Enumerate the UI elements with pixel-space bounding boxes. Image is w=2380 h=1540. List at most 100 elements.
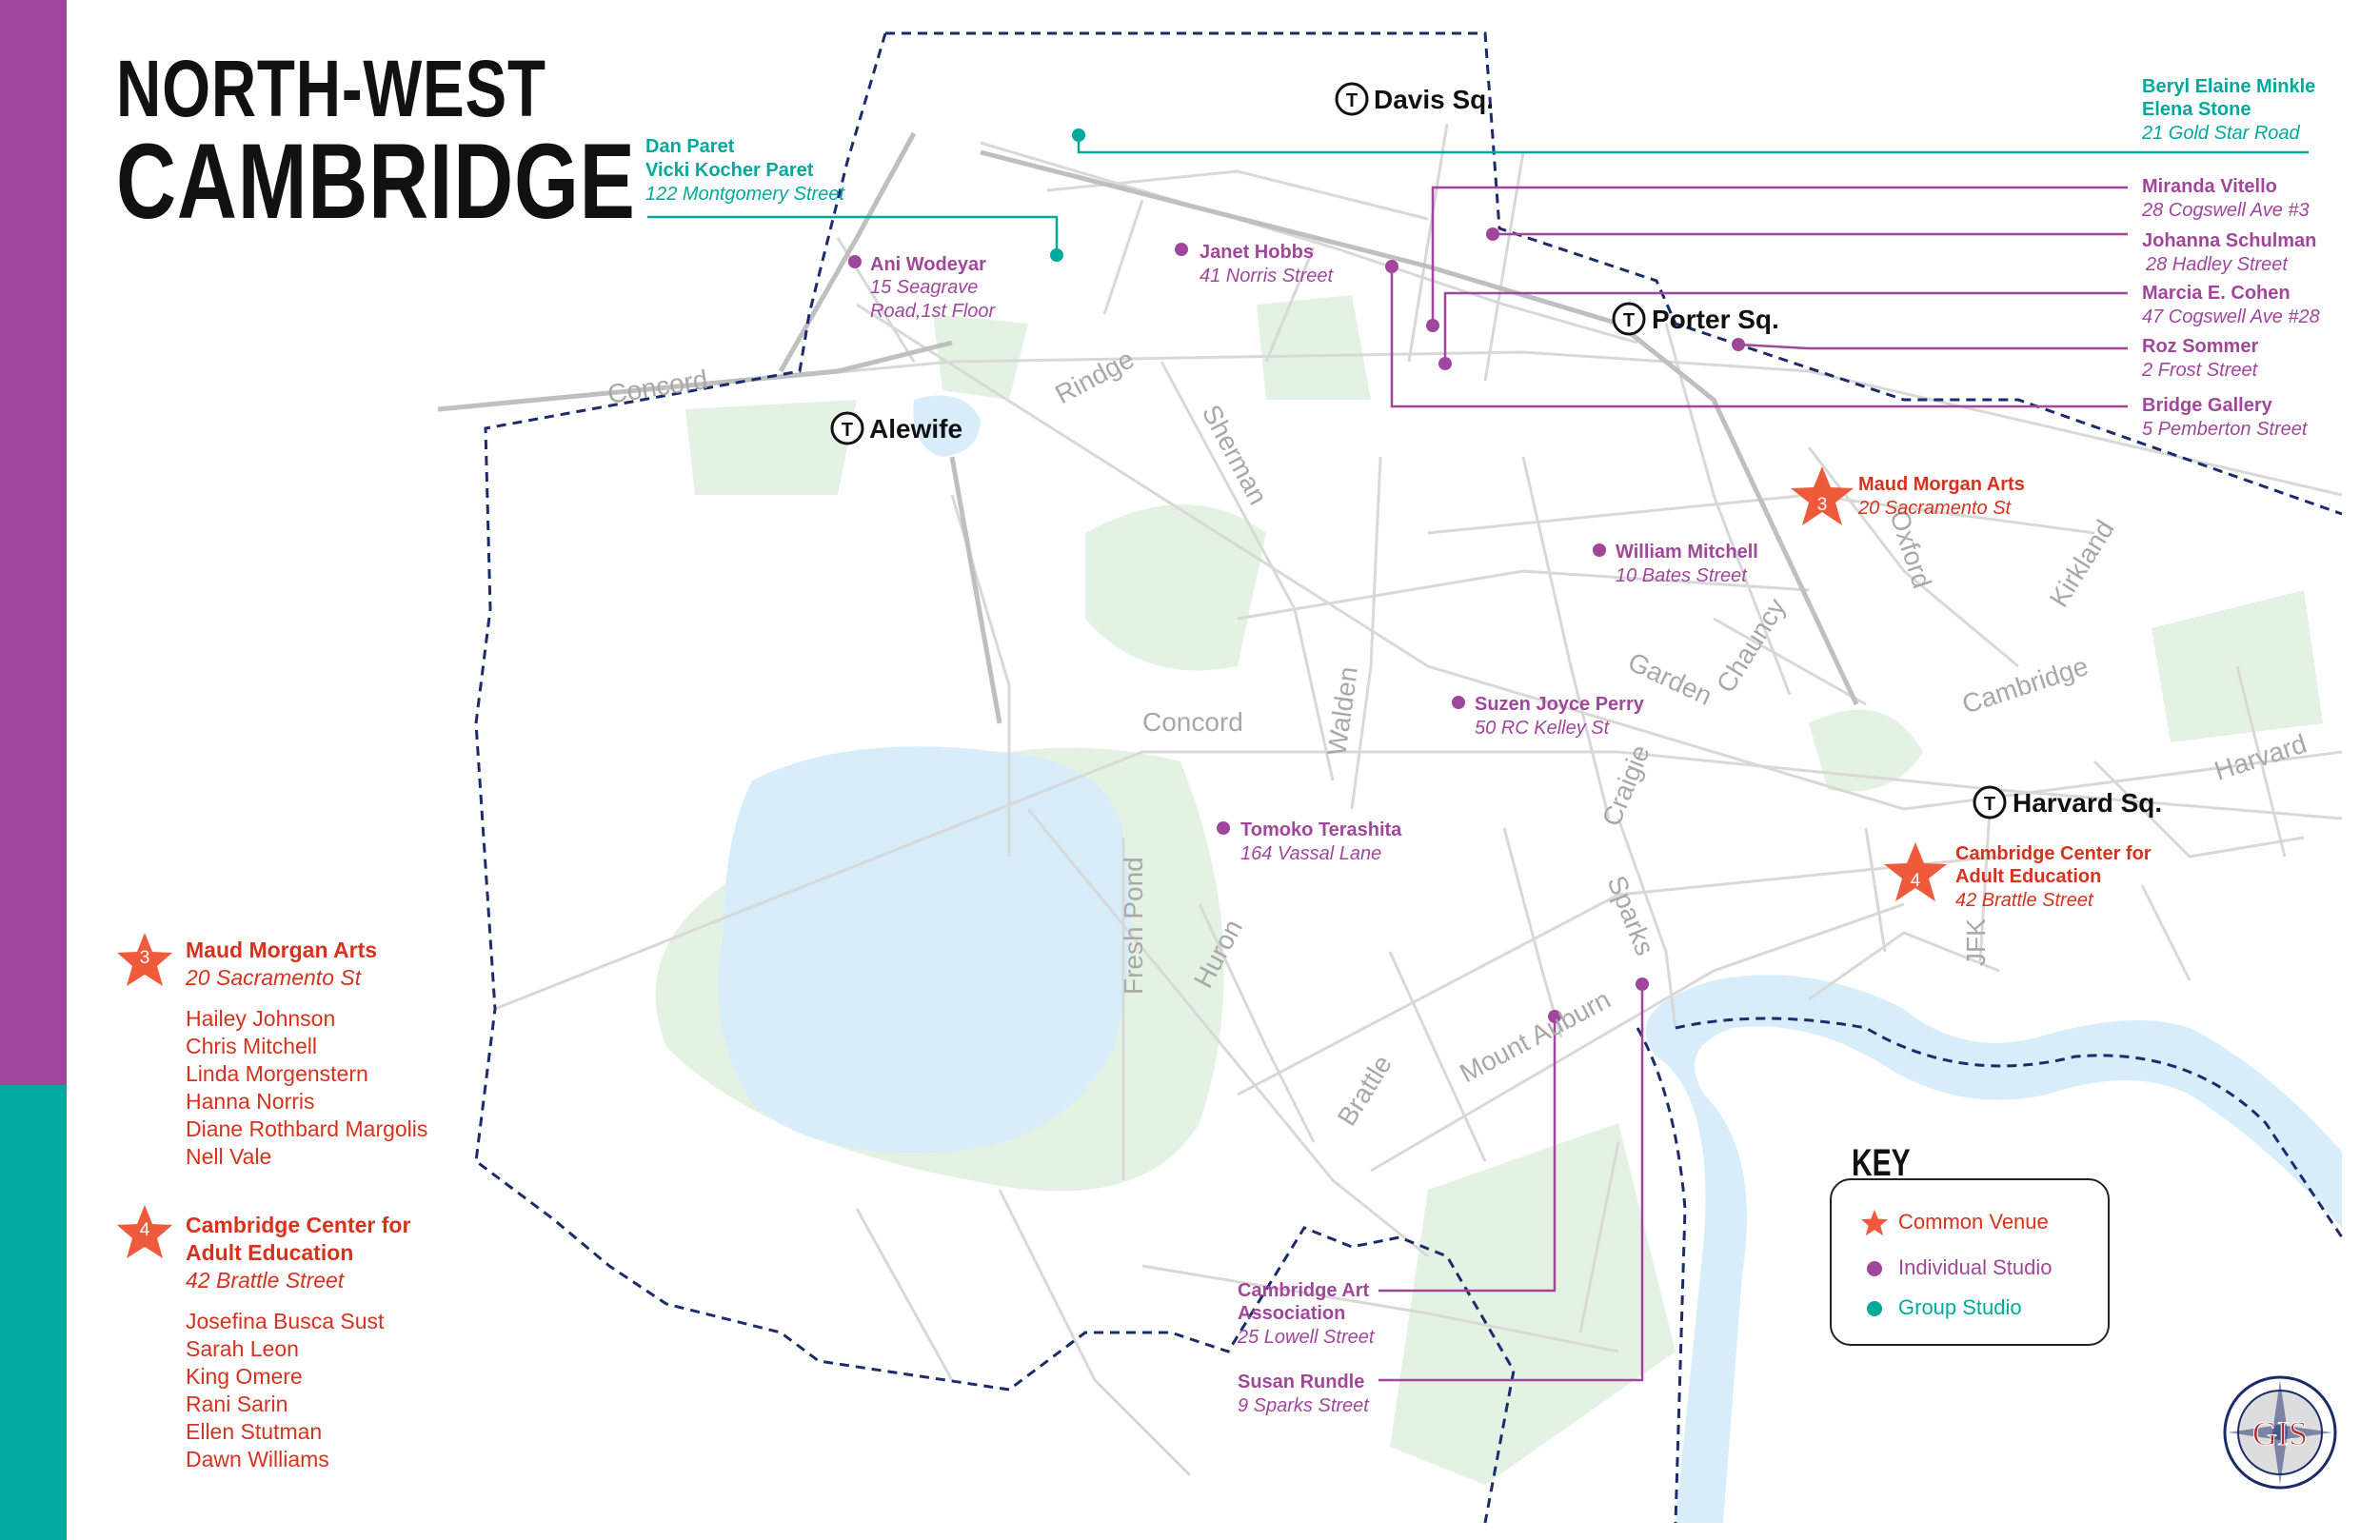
individual-studio-dot xyxy=(1486,227,1499,241)
svg-text:Road,1st Floor: Road,1st Floor xyxy=(870,301,997,322)
small-pond xyxy=(913,395,981,457)
svg-text:21 Gold Star Road: 21 Gold Star Road xyxy=(2141,123,2301,144)
purple-dot-icon xyxy=(1867,1261,1882,1276)
individual-studio-dot xyxy=(1175,243,1188,256)
venue-star-3-icon: 3 xyxy=(115,931,174,990)
svg-text:Miranda Vitello: Miranda Vitello xyxy=(2142,176,2277,197)
label-suzen-perry[interactable]: Suzen Joyce Perry 50 RC Kelley St xyxy=(1475,694,1645,739)
label-ani-wodeyar[interactable]: Ani Wodeyar 15 Seagrave Road,1st Floor xyxy=(870,254,997,322)
svg-text:T: T xyxy=(1623,310,1635,331)
svg-text:164 Vassal Lane: 164 Vassal Lane xyxy=(1240,843,1381,864)
individual-studio-dot xyxy=(848,255,862,268)
svg-text:5 Pemberton Street: 5 Pemberton Street xyxy=(2142,419,2309,440)
individual-studio-dot xyxy=(1438,357,1452,370)
sidebar-purple-band xyxy=(0,0,67,1085)
label-william-mitchell[interactable]: William Mitchell 10 Bates Street xyxy=(1616,542,1758,586)
artist-name: Josefina Busca Sust xyxy=(186,1309,385,1333)
label-bridge-gallery[interactable]: Bridge Gallery 5 Pemberton Street xyxy=(2142,395,2309,440)
artist-name: Nell Vale xyxy=(186,1144,272,1169)
station-label: Harvard Sq. xyxy=(2013,788,2162,818)
label-beryl-minkle[interactable]: Beryl Elaine Minkle Elena Stone 21 Gold … xyxy=(2141,76,2315,144)
key-label-common: Common Venue xyxy=(1898,1209,2049,1234)
svg-text:15 Seagrave: 15 Seagrave xyxy=(870,277,978,298)
label-miranda-vitello[interactable]: Miranda Vitello 28 Cogswell Ave #3 xyxy=(2141,176,2310,221)
artist-name: Sarah Leon xyxy=(186,1336,299,1361)
label-tomoko-terashita[interactable]: Tomoko Terashita 164 Vassal Lane xyxy=(1240,819,1402,864)
artist-name: Hailey Johnson xyxy=(186,1006,336,1031)
individual-studio-dot xyxy=(1732,338,1745,351)
svg-text:Ani Wodeyar: Ani Wodeyar xyxy=(870,254,986,275)
venue-name: Maud Morgan Arts xyxy=(186,938,378,962)
station-porter[interactable]: T Porter Sq. xyxy=(1612,302,1779,336)
label-janet-hobbs[interactable]: Janet Hobbs 41 Norris Street xyxy=(1200,242,1334,286)
venue-star-4-icon: 4 xyxy=(115,1203,174,1262)
page-title: NORTH-WEST CAMBRIDGE xyxy=(116,44,636,235)
individual-studio-dot xyxy=(1217,821,1230,835)
station-alewife[interactable]: T Alewife xyxy=(830,411,962,445)
station-label: Porter Sq. xyxy=(1652,305,1779,334)
venue-name: Adult Education xyxy=(186,1240,354,1265)
sidebar-teal-band xyxy=(0,1085,67,1540)
station-harvard[interactable]: T Harvard Sq. xyxy=(1973,785,2162,819)
svg-text:T: T xyxy=(842,420,853,441)
label-map-ccae[interactable]: Cambridge Center for Adult Education 42 … xyxy=(1955,843,2152,911)
venue-artist-list: Hailey Johnson Chris Mitchell Linda Morg… xyxy=(186,1005,427,1171)
svg-text:47 Cogswell Ave #28: 47 Cogswell Ave #28 xyxy=(2142,306,2320,327)
map-venue-star-3-number: 3 xyxy=(1817,495,1828,515)
svg-text:9 Sparks Street: 9 Sparks Street xyxy=(1238,1395,1370,1416)
svg-text:Susan Rundle: Susan Rundle xyxy=(1238,1372,1364,1392)
svg-text:Beryl Elaine Minkle: Beryl Elaine Minkle xyxy=(2142,76,2315,97)
svg-text:41 Norris Street: 41 Norris Street xyxy=(1200,266,1334,286)
group-studio-dot xyxy=(1050,248,1063,262)
venue-artist-list: Josefina Busca Sust Sarah Leon King Omer… xyxy=(186,1308,410,1473)
svg-text:28 Hadley Street: 28 Hadley Street xyxy=(2145,254,2289,275)
svg-text:T: T xyxy=(1984,794,1995,815)
artist-name: King Omere xyxy=(186,1364,303,1389)
studio-dots xyxy=(848,128,1745,1023)
station-label: Davis Sq. xyxy=(1374,85,1494,114)
street-label: Concord xyxy=(1142,707,1243,737)
key-label-group: Group Studio xyxy=(1898,1294,2022,1319)
svg-text:Cambridge Center for: Cambridge Center for xyxy=(1955,843,2152,864)
label-johanna-schulman[interactable]: Johanna Schulman 28 Hadley Street xyxy=(2142,230,2316,275)
key-row-individual-studio: Individual Studio xyxy=(1860,1254,2052,1283)
label-cambridge-art-association[interactable]: Cambridge Art Association 25 Lowell Stre… xyxy=(1237,1280,1376,1348)
key-row-common-venue: Common Venue xyxy=(1860,1209,2049,1237)
label-roz-sommer[interactable]: Roz Sommer 2 Frost Street xyxy=(2141,336,2259,381)
label-map-maud-morgan[interactable]: Maud Morgan Arts 20 Sacramento St xyxy=(1857,474,2025,519)
svg-text:50 RC Kelley St: 50 RC Kelley St xyxy=(1475,718,1611,739)
street-label: Fresh Pond xyxy=(1119,857,1148,995)
label-dan-paret[interactable]: Dan Paret Vicki Kocher Paret 122 Montgom… xyxy=(645,136,845,205)
artist-name: Hanna Norris xyxy=(186,1089,315,1114)
artist-name: Chris Mitchell xyxy=(186,1034,318,1058)
map-venue-star-4-number: 4 xyxy=(1911,871,1921,891)
station-davis[interactable]: T Davis Sq. xyxy=(1335,82,1494,116)
svg-text:10 Bates Street: 10 Bates Street xyxy=(1616,565,1748,586)
map-venue-star-4[interactable]: 4 xyxy=(1884,842,1947,901)
svg-text:Suzen Joyce Perry: Suzen Joyce Perry xyxy=(1475,694,1645,715)
label-marcia-cohen[interactable]: Marcia E. Cohen 47 Cogswell Ave #28 xyxy=(2142,283,2320,327)
svg-text:T: T xyxy=(1346,90,1358,111)
key-row-group-studio: Group Studio xyxy=(1860,1294,2022,1323)
svg-text:42 Brattle Street: 42 Brattle Street xyxy=(1955,890,2094,911)
individual-studio-dot xyxy=(1452,696,1465,709)
venue-address: 20 Sacramento St xyxy=(186,965,362,990)
svg-text:Johanna Schulman: Johanna Schulman xyxy=(2142,230,2316,251)
artist-name: Ellen Stutman xyxy=(186,1419,323,1444)
svg-text:20 Sacramento St: 20 Sacramento St xyxy=(1857,498,2013,519)
venue-star-3-number: 3 xyxy=(139,948,150,968)
individual-studio-dot xyxy=(1636,977,1649,991)
map-venue-star-3[interactable]: 3 xyxy=(1791,466,1854,525)
individual-studio-dot xyxy=(1426,319,1439,332)
svg-text:122 Montgomery Street: 122 Montgomery Street xyxy=(645,184,845,205)
page-title-line1: NORTH-WEST xyxy=(116,44,546,133)
svg-text:Tomoko Terashita: Tomoko Terashita xyxy=(1240,819,1402,840)
svg-text:Vicki Kocher Paret: Vicki Kocher Paret xyxy=(645,160,814,181)
label-susan-rundle[interactable]: Susan Rundle 9 Sparks Street xyxy=(1238,1372,1370,1416)
gis-logo-text: GIS xyxy=(2252,1414,2308,1452)
svg-text:Elena Stone: Elena Stone xyxy=(2142,99,2251,120)
venue-address: 42 Brattle Street xyxy=(186,1268,345,1293)
svg-text:Roz Sommer: Roz Sommer xyxy=(2142,336,2258,357)
gis-logo: GIS xyxy=(2223,1375,2337,1490)
